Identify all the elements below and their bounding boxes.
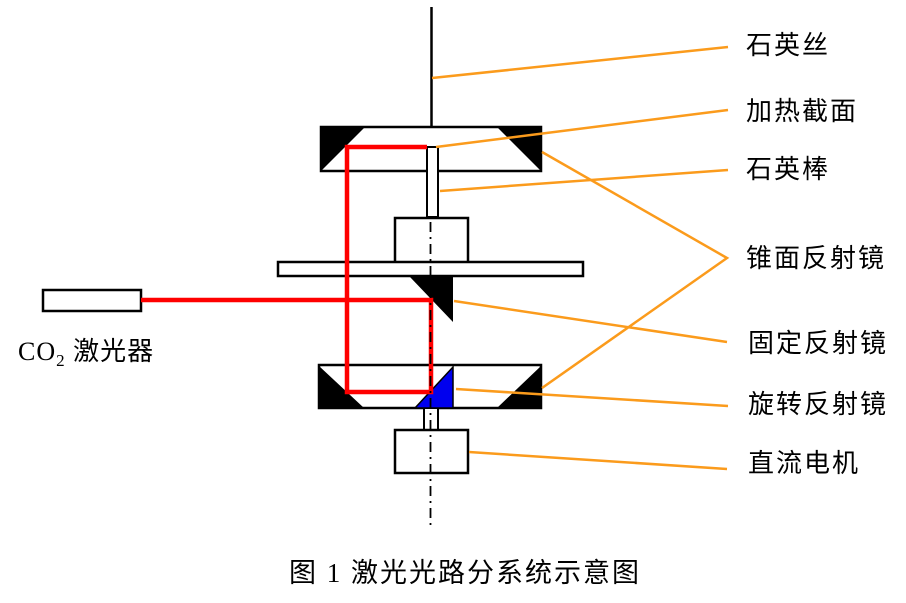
co2-laser-prefix: CO	[18, 337, 57, 366]
leader-rotating-mirror	[455, 387, 729, 408]
dc-motor-box	[393, 428, 470, 475]
label-heating-section: 加热截面	[746, 97, 859, 126]
rotating-mirror-shape	[413, 365, 454, 409]
label-co2-laser: CO2 激光器	[18, 336, 154, 377]
figure-caption: 图 1 激光光路分系统示意图	[289, 558, 641, 588]
lower-cone-left-facet	[319, 366, 364, 408]
label-cone-mirror: 锥面反射镜	[746, 244, 887, 273]
leader-fixed-mirror	[453, 299, 728, 344]
leader-dc-motor	[468, 450, 728, 471]
label-quartz-fiber: 石英丝	[746, 31, 831, 60]
leader-quartz-rod	[439, 168, 729, 193]
co2-laser-suffix: 激光器	[65, 337, 155, 366]
upper-cone-left-facet	[321, 127, 365, 171]
quartz-rod-shape	[426, 146, 439, 218]
leader-heating-section	[435, 108, 729, 149]
label-dc-motor: 直流电机	[748, 449, 861, 478]
lower-cone-right-facet	[497, 366, 541, 408]
co2-laser-subscript: 2	[56, 351, 66, 371]
leader-cone-mirror	[541, 150, 730, 390]
laser-beam-path	[141, 144, 434, 395]
leader-lines-group	[431, 45, 730, 471]
label-quartz-rod: 石英棒	[746, 155, 831, 184]
co2-laser-box	[41, 288, 143, 313]
label-fixed-mirror: 固定反射镜	[748, 329, 889, 358]
label-rotating-mirror: 旋转反射镜	[748, 390, 889, 419]
leader-quartz-fiber	[431, 45, 729, 80]
support-block	[393, 216, 470, 265]
